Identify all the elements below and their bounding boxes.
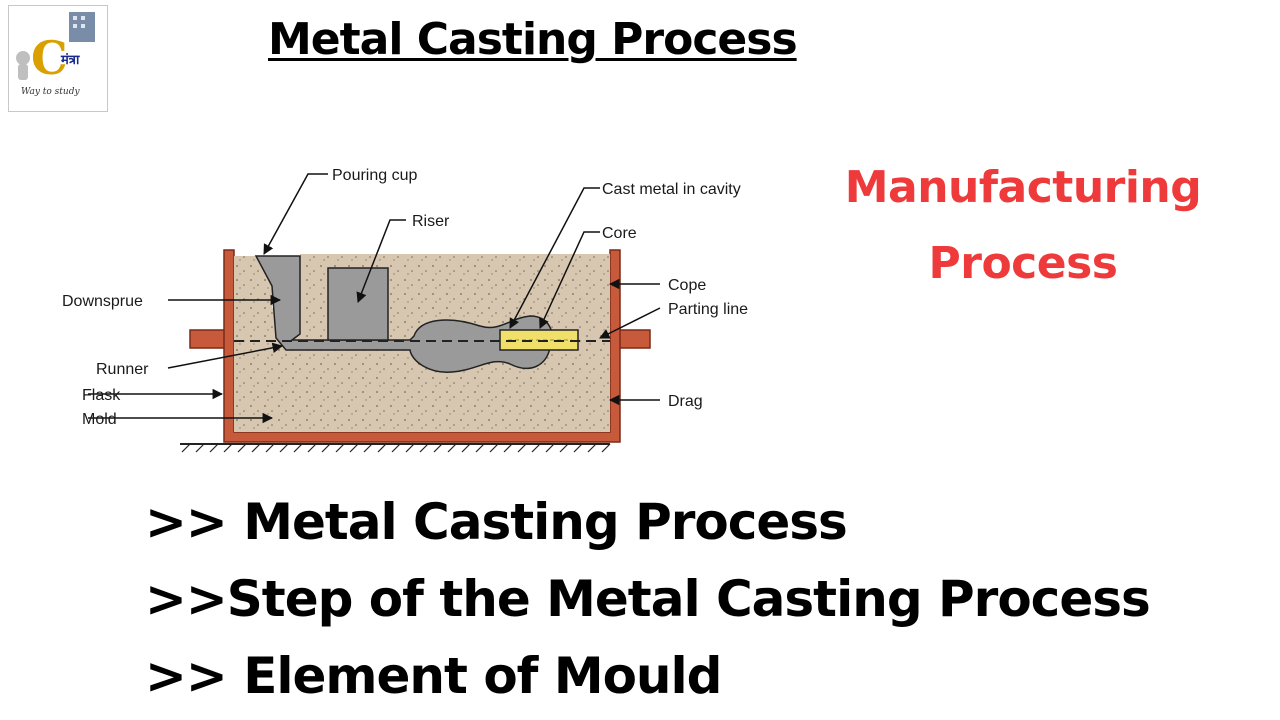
subject-line-2: Process: [928, 238, 1118, 289]
label-cast-metal: Cast metal in cavity: [602, 181, 741, 198]
brand-logo: C मंत्रा Way to study: [8, 5, 108, 112]
flask-handle-left: [189, 329, 226, 349]
topic-item: >>Step of the Metal Casting Process: [145, 570, 1151, 628]
logo-hindi-text: मंत्रा: [60, 52, 80, 68]
subject-line-1: Manufacturing: [844, 162, 1202, 213]
leader-lines: [88, 173, 661, 424]
label-core: Core: [602, 225, 637, 242]
logo-tagline: Way to study: [21, 87, 80, 97]
label-runner: Runner: [96, 361, 149, 378]
subject-label: Manufacturing Process: [808, 150, 1238, 302]
page-title: Metal Casting Process: [268, 14, 798, 65]
figure-icon: [16, 51, 30, 65]
topic-list: >> Metal Casting Process >>Step of the M…: [145, 484, 1151, 715]
label-mold: Mold: [82, 411, 117, 428]
label-pouring-cup: Pouring cup: [332, 167, 417, 184]
label-riser: Riser: [412, 213, 450, 230]
label-flask: Flask: [82, 387, 121, 404]
label-cope: Cope: [668, 277, 706, 294]
topic-item: >> Metal Casting Process: [145, 493, 848, 551]
casting-diagram: Pouring cup Riser Cast metal in cavity C…: [62, 167, 748, 453]
ground-hatch: [180, 443, 611, 453]
label-parting-line: Parting line: [668, 301, 748, 318]
label-downsprue: Downsprue: [62, 293, 143, 310]
logo-letter: C: [31, 31, 68, 85]
topic-item: >> Element of Mould: [145, 647, 722, 705]
label-drag: Drag: [668, 393, 703, 410]
logo-emblem-icon: C मंत्रा: [16, 12, 95, 85]
